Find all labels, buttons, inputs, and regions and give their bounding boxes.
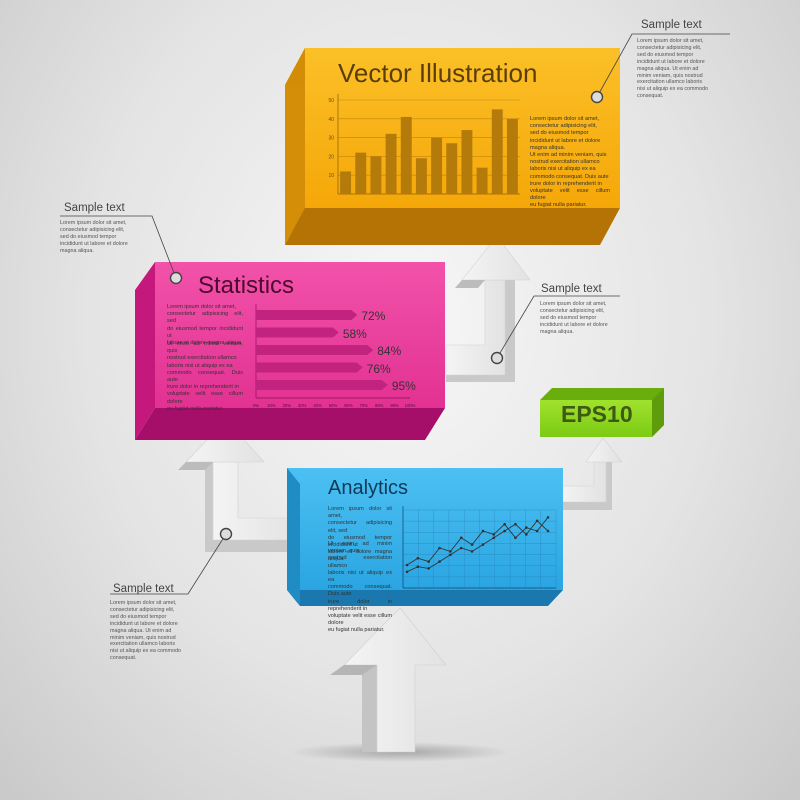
analytics-chart-point bbox=[470, 543, 474, 546]
statistics-text-2: Ut enim ad minim veniam, quis nostrud ex… bbox=[167, 341, 243, 412]
statistics-chart-x-tick-label: 60% bbox=[344, 403, 353, 408]
analytics-chart-point bbox=[546, 529, 550, 533]
vector-illustration-text-1: Lorem ipsum dolor sit amet, consectetur … bbox=[530, 116, 601, 151]
statistics-chart-bar bbox=[256, 345, 374, 355]
analytics-chart-point bbox=[546, 516, 550, 519]
analytics-chart-point bbox=[438, 560, 441, 563]
statistics-chart-x-tick-label: 40% bbox=[313, 403, 322, 408]
vector-illustration-text-2: Ut enim ad minim veniam, quis nostrud ex… bbox=[530, 152, 610, 209]
vector-chart-bar bbox=[385, 133, 397, 194]
analytics-chart-point bbox=[492, 533, 496, 536]
analytics-chart-point bbox=[438, 546, 441, 550]
vector-chart-bar bbox=[431, 137, 443, 194]
statistics-bar-chart: 0% 10% 20% 30% 40% 50% 60% 70% 80% 90% 100% bbox=[253, 304, 416, 408]
vector-chart-y-tick-label: 10 bbox=[328, 173, 334, 179]
vector-chart-bar bbox=[400, 116, 412, 194]
statistics-chart-x-tick-label: 10% bbox=[267, 403, 276, 408]
analytics-chart-point bbox=[481, 543, 485, 546]
analytics-chart-point bbox=[416, 565, 420, 568]
eps10-box bbox=[540, 388, 664, 437]
leader-dots bbox=[169, 90, 604, 541]
analytics-chart-point bbox=[449, 553, 452, 557]
analytics-chart-series-line bbox=[406, 520, 549, 573]
statistics-chart-x-tick-label: 100% bbox=[405, 403, 416, 408]
statistics-chart-bar bbox=[256, 380, 388, 390]
vector-chart-bar bbox=[461, 130, 473, 194]
analytics-chart-point bbox=[503, 529, 506, 533]
arrow-bottom-icon bbox=[330, 607, 447, 753]
vector-chart-bar bbox=[340, 171, 352, 194]
analytics-chart-point bbox=[427, 567, 430, 570]
analytics-chart-point bbox=[514, 536, 517, 540]
statistics-chart-bar bbox=[256, 362, 363, 373]
callout-left-title: Sample text bbox=[64, 202, 125, 214]
analytics-text-2: Ut enim ad minim veniam, quis nostrud ex… bbox=[328, 541, 392, 634]
callout-bottom-left-text: Lorem ipsum dolor sit amet, consectetur … bbox=[110, 600, 182, 662]
analytics-chart-point bbox=[525, 533, 528, 536]
statistics-chart-x-tick-label: 70% bbox=[360, 403, 369, 408]
arrow-analytics-to-eps-icon bbox=[559, 437, 623, 510]
callout-bottom-left-title: Sample text bbox=[113, 583, 174, 595]
vector-chart-bar bbox=[370, 156, 382, 194]
statistics-chart-bar bbox=[256, 327, 339, 338]
statistics-percent-label: 76% bbox=[366, 361, 391, 376]
vector-chart-bar bbox=[506, 118, 518, 194]
callout-middle-right-title: Sample text bbox=[541, 283, 602, 295]
analytics-chart-point bbox=[525, 526, 528, 529]
eps10-label: EPS10 bbox=[561, 401, 633, 427]
analytics-chart-point bbox=[514, 522, 517, 526]
analytics-chart-point bbox=[470, 550, 474, 553]
vector-chart-bar bbox=[446, 143, 458, 194]
statistics-percent-label: 95% bbox=[391, 379, 416, 393]
statistics-text-1: Lorem ipsum dolor sit amet, consectetur … bbox=[167, 304, 243, 347]
analytics-chart-point bbox=[503, 522, 506, 526]
analytics-chart-series-line bbox=[406, 517, 549, 566]
statistics-chart-x-tick-label: 20% bbox=[283, 403, 292, 408]
analytics-chart-point bbox=[416, 556, 420, 560]
analytics-box bbox=[287, 468, 563, 606]
analytics-line-chart bbox=[402, 506, 557, 589]
callout-top-right-title: Sample text bbox=[641, 19, 702, 31]
vector-bar-chart: 50 40 30 20 10 bbox=[328, 94, 520, 195]
analytics-chart-point bbox=[405, 570, 409, 574]
analytics-chart-point bbox=[459, 536, 463, 540]
analytics-text-1: Lorem ipsum dolor sit amet, consectetur … bbox=[328, 506, 392, 563]
analytics-chart-point bbox=[427, 560, 430, 563]
analytics-title: Analytics bbox=[328, 477, 409, 499]
statistics-chart-x-tick-label: 90% bbox=[390, 403, 399, 408]
statistics-percent-label: 58% bbox=[342, 326, 367, 341]
analytics-chart-point bbox=[459, 546, 463, 550]
leader-lines bbox=[60, 33, 730, 595]
statistics-chart-x-tick-label: 30% bbox=[298, 403, 307, 408]
vector-chart-bar bbox=[491, 109, 503, 194]
statistics-chart-x-tick-label: 80% bbox=[375, 403, 384, 408]
analytics-chart-point bbox=[492, 536, 496, 540]
vector-chart-y-tick-label: 20 bbox=[328, 154, 334, 160]
vector-illustration-title: Vector Illustration bbox=[338, 58, 538, 88]
vector-chart-bar bbox=[476, 167, 488, 194]
statistics-chart-x-tick-label: 0% bbox=[253, 403, 259, 408]
analytics-chart-point bbox=[481, 529, 485, 533]
statistics-title: Statistics bbox=[198, 272, 295, 299]
vector-chart-y-tick-label: 40 bbox=[328, 117, 334, 123]
arrow-statistics-to-vector-icon bbox=[445, 235, 531, 382]
vector-chart-y-tick-label: 30 bbox=[328, 136, 334, 142]
analytics-chart-point bbox=[405, 563, 409, 567]
vector-chart-bar bbox=[415, 158, 427, 194]
callout-middle-right-text: Lorem ipsum dolor sit amet, consectetur … bbox=[540, 301, 608, 335]
statistics-percent-label: 84% bbox=[377, 344, 402, 358]
callout-top-right-text: Lorem ipsum dolor sit amet, consectetur … bbox=[637, 38, 709, 100]
vector-chart-bar bbox=[355, 152, 367, 194]
analytics-chart-point bbox=[449, 550, 452, 553]
statistics-percent-label: 72% bbox=[361, 309, 386, 323]
analytics-chart-point bbox=[535, 519, 539, 523]
statistics-chart-bar bbox=[256, 310, 358, 320]
analytics-chart-point bbox=[535, 529, 539, 533]
statistics-chart-x-tick-label: 50% bbox=[329, 403, 338, 408]
callout-left-text: Lorem ipsum dolor sit amet, consectetur … bbox=[60, 220, 128, 254]
vector-chart-y-tick-label: 50 bbox=[328, 98, 334, 104]
